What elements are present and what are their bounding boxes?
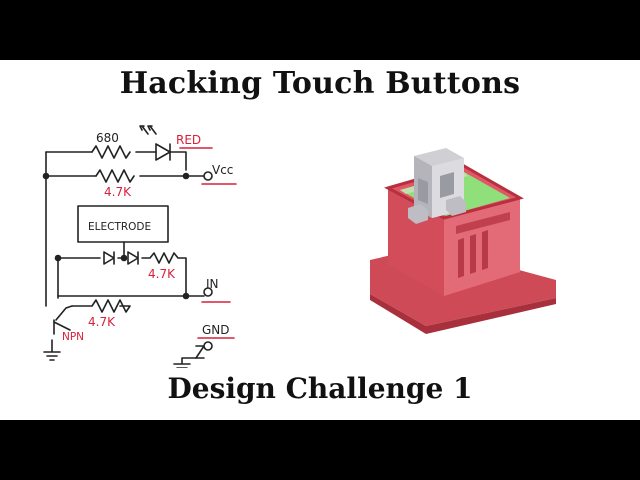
ground-symbol-right	[173, 357, 205, 368]
slide-title: Hacking Touch Buttons	[119, 66, 521, 101]
circuit-schematic: 680 RED Vcc 4.7K ELECTRODE 4.7K IN 4.7K …	[42, 125, 237, 368]
label-680: 680	[96, 131, 119, 145]
enclosure-3d-render	[370, 148, 556, 334]
label-red: RED	[176, 133, 201, 147]
electrode-box	[77, 205, 169, 243]
label-in: IN	[206, 277, 219, 291]
slide-subtitle: Design Challenge 1	[167, 372, 473, 405]
diode-1	[103, 251, 115, 265]
label-4-7k-top: 4.7K	[104, 185, 132, 199]
letterbox-bottom	[0, 420, 640, 480]
label-4-7k-right: 4.7K	[148, 267, 176, 281]
resistor-vcc	[95, 169, 135, 183]
label-4-7k-bottom: 4.7K	[88, 315, 116, 329]
ground-symbol-left	[43, 339, 61, 361]
enclosure-slots	[458, 230, 488, 278]
diode-2	[127, 251, 139, 265]
label-npn: NPN	[62, 331, 84, 343]
label-gnd: GND	[202, 323, 230, 337]
resistor-bottom	[71, 299, 131, 313]
led-diode	[155, 143, 171, 161]
letterbox-top	[0, 0, 640, 60]
resistor-right	[141, 252, 187, 297]
resistor-680	[91, 145, 131, 159]
label-vcc: Vcc	[212, 163, 233, 177]
led-arrow-icon	[139, 125, 149, 135]
slide: Hacking Touch Buttons	[0, 60, 640, 420]
label-electrode: ELECTRODE	[88, 221, 151, 233]
